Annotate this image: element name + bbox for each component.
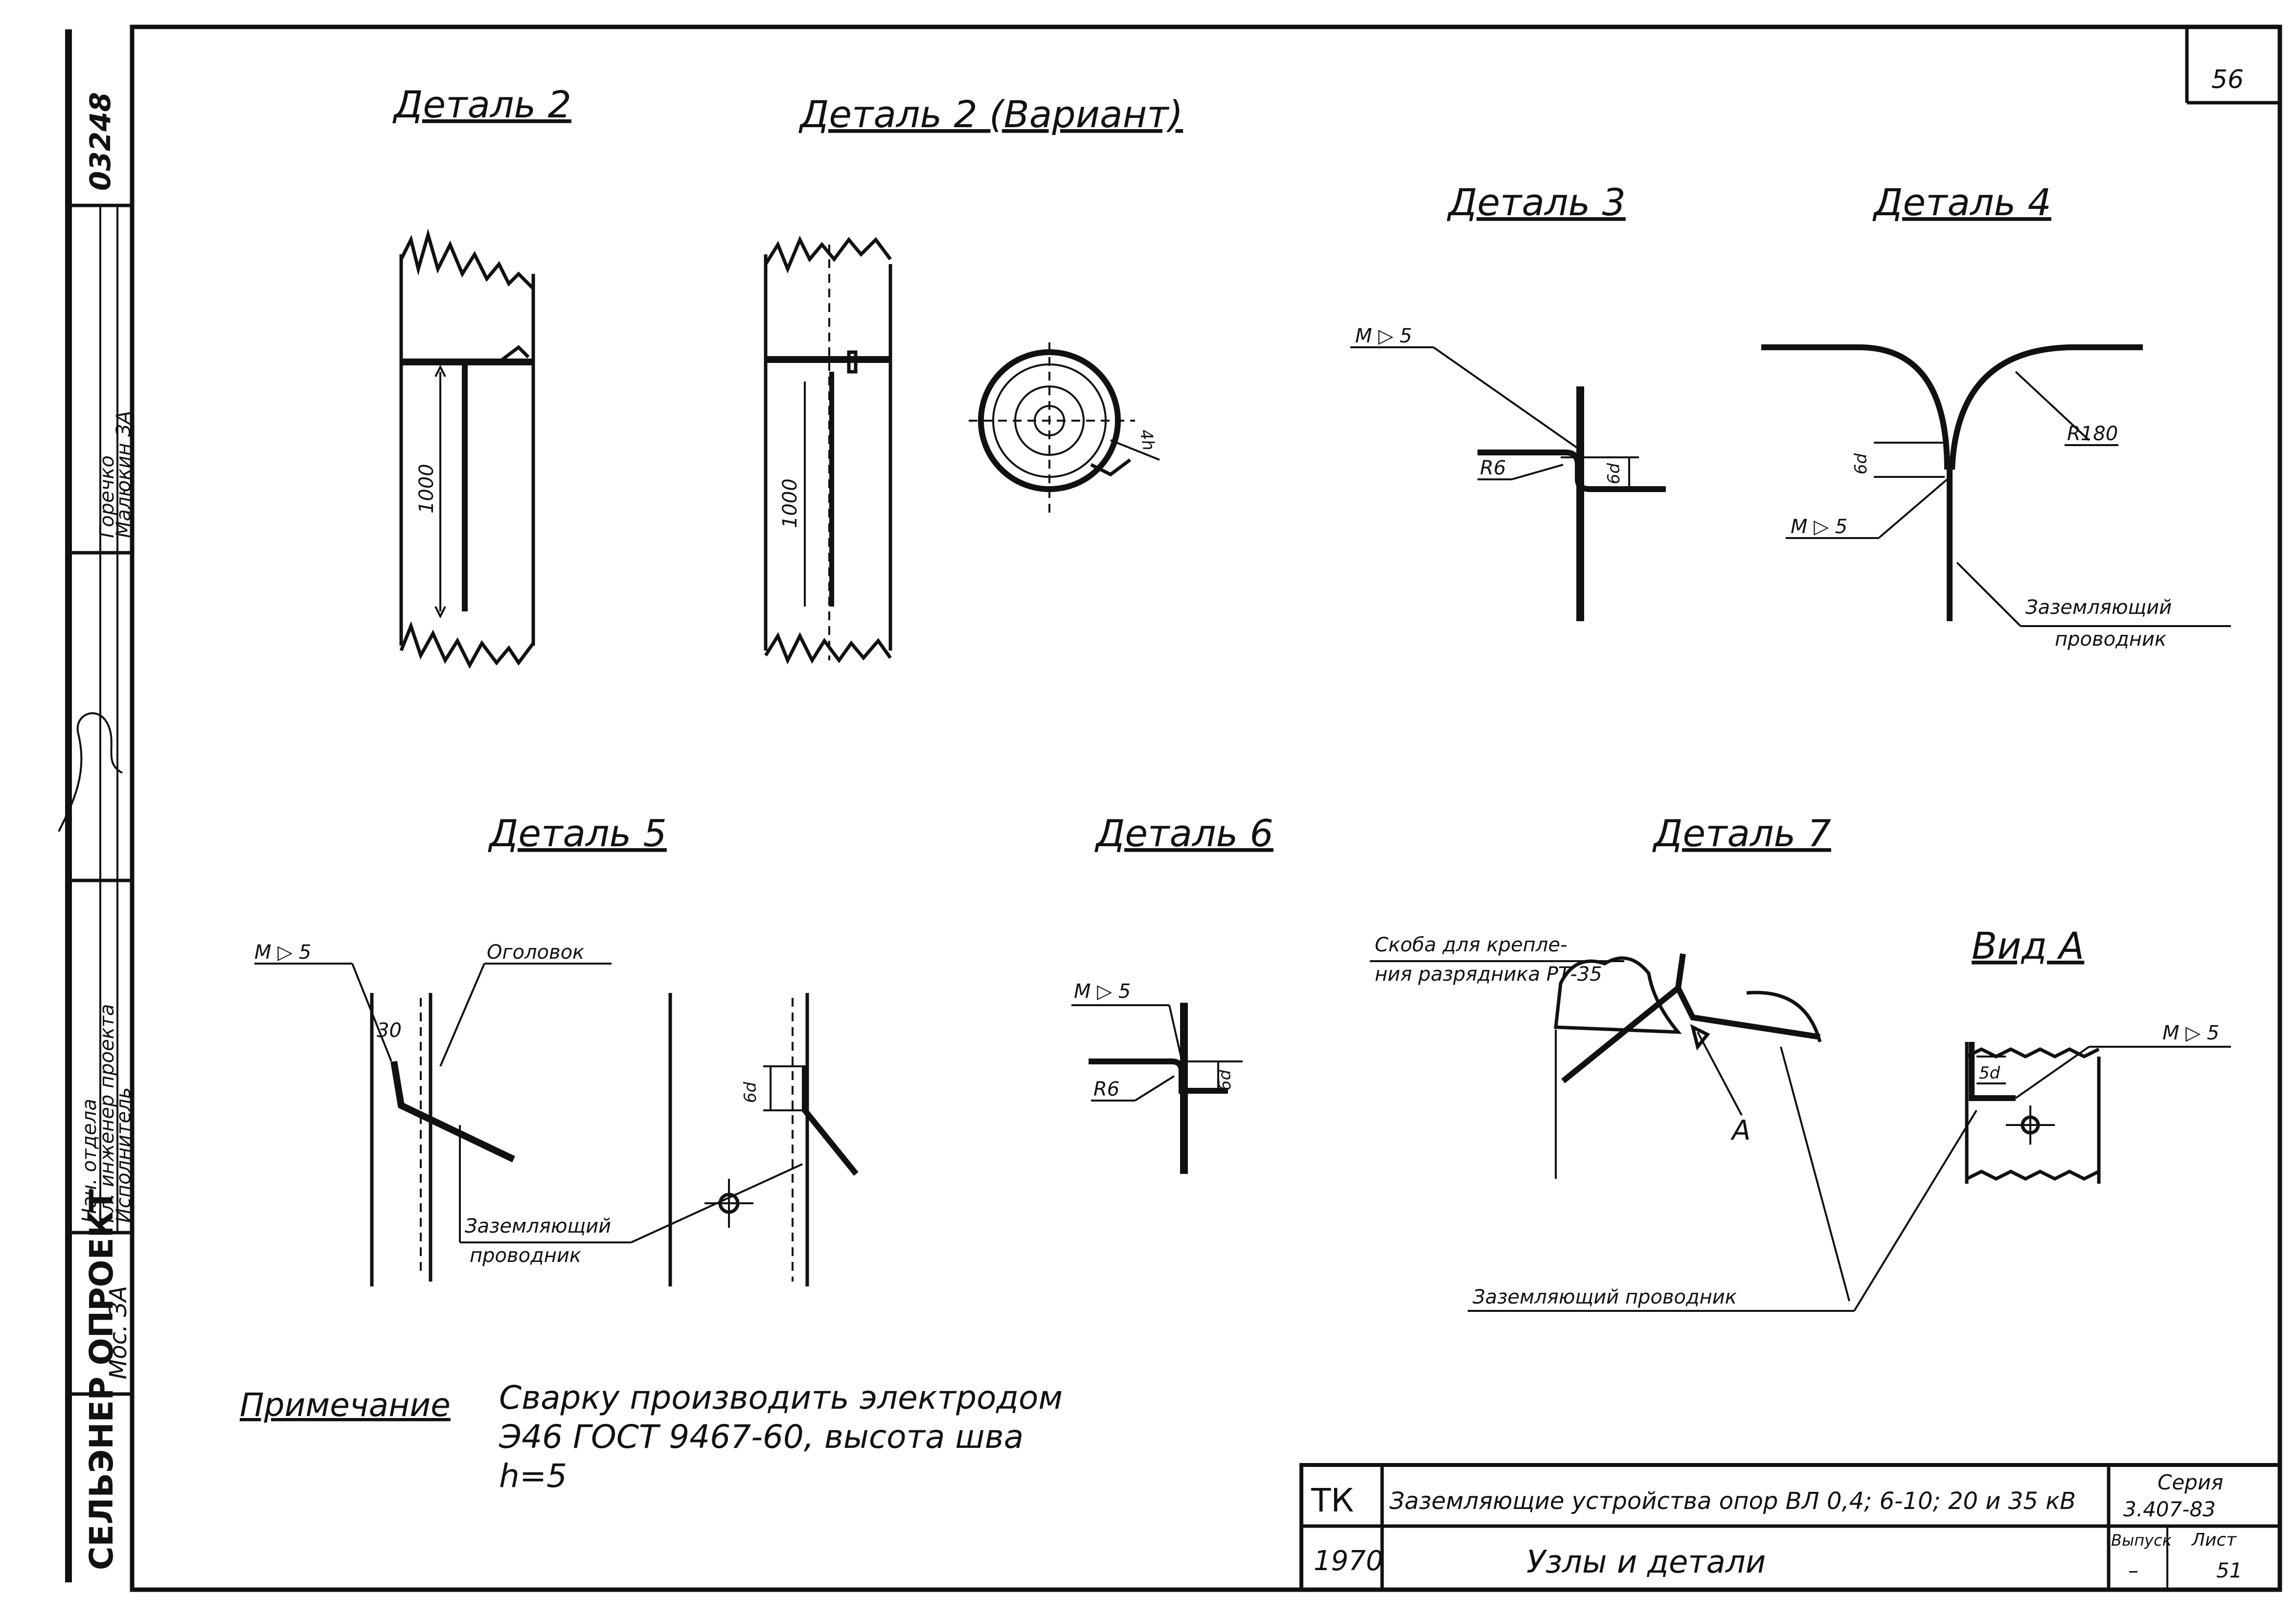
archive-number: 03248 bbox=[84, 92, 117, 191]
tb-year: 1970 bbox=[1314, 1545, 1384, 1577]
detail-6-title: Деталь 6 bbox=[1094, 811, 1273, 855]
note-label: Примечание bbox=[240, 1386, 451, 1424]
stamp-name-1: Горечко bbox=[96, 455, 118, 538]
stamp-name-2: Малюкин ЗА bbox=[113, 411, 135, 538]
detail-4-title: Деталь 4 bbox=[1872, 180, 2051, 224]
signature-mark bbox=[58, 712, 123, 832]
detail-5-conductor-2: проводник bbox=[470, 1244, 581, 1267]
detail-7-bracket-1: Скоба для крепле- bbox=[1375, 934, 1567, 956]
tb-sheet-label: Лист bbox=[2191, 1530, 2237, 1550]
detail-6-weld: М ▷ 5 bbox=[1074, 980, 1131, 1003]
detail-7-title: Деталь 7 bbox=[1652, 811, 1831, 855]
detail-2v-title: Деталь 2 (Вариант) bbox=[798, 92, 1183, 136]
detail-3-dim: 6d bbox=[1604, 463, 1624, 484]
detail-5-dim30: 30 bbox=[377, 1019, 402, 1042]
detail-4-weld: М ▷ 5 bbox=[1791, 516, 1847, 538]
tb-series-label: Серия bbox=[2158, 1470, 2223, 1494]
detail-5-title: Деталь 5 bbox=[488, 811, 667, 855]
note: Примечание Сварку производить электродом… bbox=[240, 1379, 1063, 1495]
detail-7-view-label: Вид А bbox=[1972, 924, 2084, 968]
detail-2-title: Деталь 2 bbox=[392, 83, 571, 126]
tb-subtitle: Узлы и детали bbox=[1526, 1544, 1766, 1580]
stamp-role-1: Нач. отдела bbox=[78, 1099, 101, 1223]
detail-7-conductor: Заземляющий проводник bbox=[1473, 1286, 1737, 1308]
detail-2-variant: Деталь 2 (Вариант) 1000 4h bbox=[764, 92, 1183, 665]
detail-4-radius: R180 bbox=[2067, 423, 2118, 445]
detail-7: Деталь 7 Скоба для крепле- ния разрядник… bbox=[1370, 811, 2231, 1312]
sheet-number: 56 bbox=[2211, 65, 2244, 94]
note-line-1: Сварку производить электродом bbox=[499, 1379, 1063, 1417]
detail-6: Деталь 6 6d М ▷ 5 R6 bbox=[1071, 811, 1273, 1174]
detail-6-dim: 6d bbox=[1215, 1069, 1235, 1091]
detail-4-dim: 6d bbox=[1851, 453, 1871, 474]
tb-sheet: 51 bbox=[2216, 1558, 2242, 1582]
detail-7-dim: 5d bbox=[1979, 1063, 2000, 1083]
detail-4-conductor-1: Заземляющий bbox=[2025, 596, 2172, 619]
frame bbox=[65, 24, 2282, 1592]
tb-issue-label: Выпуск bbox=[2111, 1531, 2172, 1550]
tb-title: Заземляющие устройства опор ВЛ 0,4; 6-10… bbox=[1389, 1487, 2076, 1515]
title-block: ТК 1970 Заземляющие устройства опор ВЛ 0… bbox=[1299, 1463, 2282, 1592]
stamp-role-2: Гл. инженер проекта bbox=[96, 1004, 118, 1223]
detail-7-weld: М ▷ 5 bbox=[2162, 1022, 2219, 1044]
detail-2-dim: 1000 bbox=[415, 464, 438, 514]
detail-5: Деталь 5 М ▷ 5 30 Оголовок Заземляющий п… bbox=[254, 811, 859, 1286]
detail-4-conductor-2: проводник bbox=[2055, 628, 2166, 651]
detail-3-title: Деталь 3 bbox=[1447, 180, 1626, 224]
tb-code: ТК bbox=[1311, 1482, 1354, 1519]
detail-5-dim: 6d bbox=[741, 1081, 760, 1103]
detail-3: Деталь 3 6d М ▷ 5 R6 bbox=[1350, 180, 1666, 621]
detail-5-conductor-1: Заземляющий bbox=[465, 1215, 611, 1238]
detail-7-arrow-label: А bbox=[1730, 1115, 1750, 1147]
stamp-branch: Мос. ЗА bbox=[105, 1286, 132, 1379]
tb-series: 3.407-83 bbox=[2123, 1497, 2216, 1521]
note-line-3: h=5 bbox=[499, 1457, 567, 1495]
detail-3-weld: М ▷ 5 bbox=[1355, 325, 1412, 347]
side-stamp: СЕЛЬЭНЕР ОПРОЕКТ Мос. ЗА Нач. отдела Гл.… bbox=[58, 411, 135, 1570]
tb-issue: – bbox=[2128, 1558, 2138, 1582]
detail-3-radius: R6 bbox=[1480, 457, 1506, 479]
stamp-role-3: Исполнитель bbox=[113, 1087, 135, 1223]
detail-4: Деталь 4 R180 6d М ▷ 5 Заземляющий прово… bbox=[1761, 180, 2231, 651]
detail-5-head: Оголовок bbox=[487, 941, 584, 964]
stamp-org: СЕЛЬЭНЕР ОПРОЕКТ bbox=[83, 1189, 120, 1570]
note-line-2: Э46 ГОСТ 9467-60, высота шва bbox=[499, 1418, 1023, 1456]
detail-2v-dim: 1000 bbox=[779, 478, 801, 528]
detail-6-radius: R6 bbox=[1093, 1078, 1119, 1101]
detail-5-weld: М ▷ 5 bbox=[254, 941, 311, 964]
detail-2: Деталь 2 1000 bbox=[392, 83, 571, 669]
detail-2v-weld: 4h bbox=[1136, 428, 1159, 452]
